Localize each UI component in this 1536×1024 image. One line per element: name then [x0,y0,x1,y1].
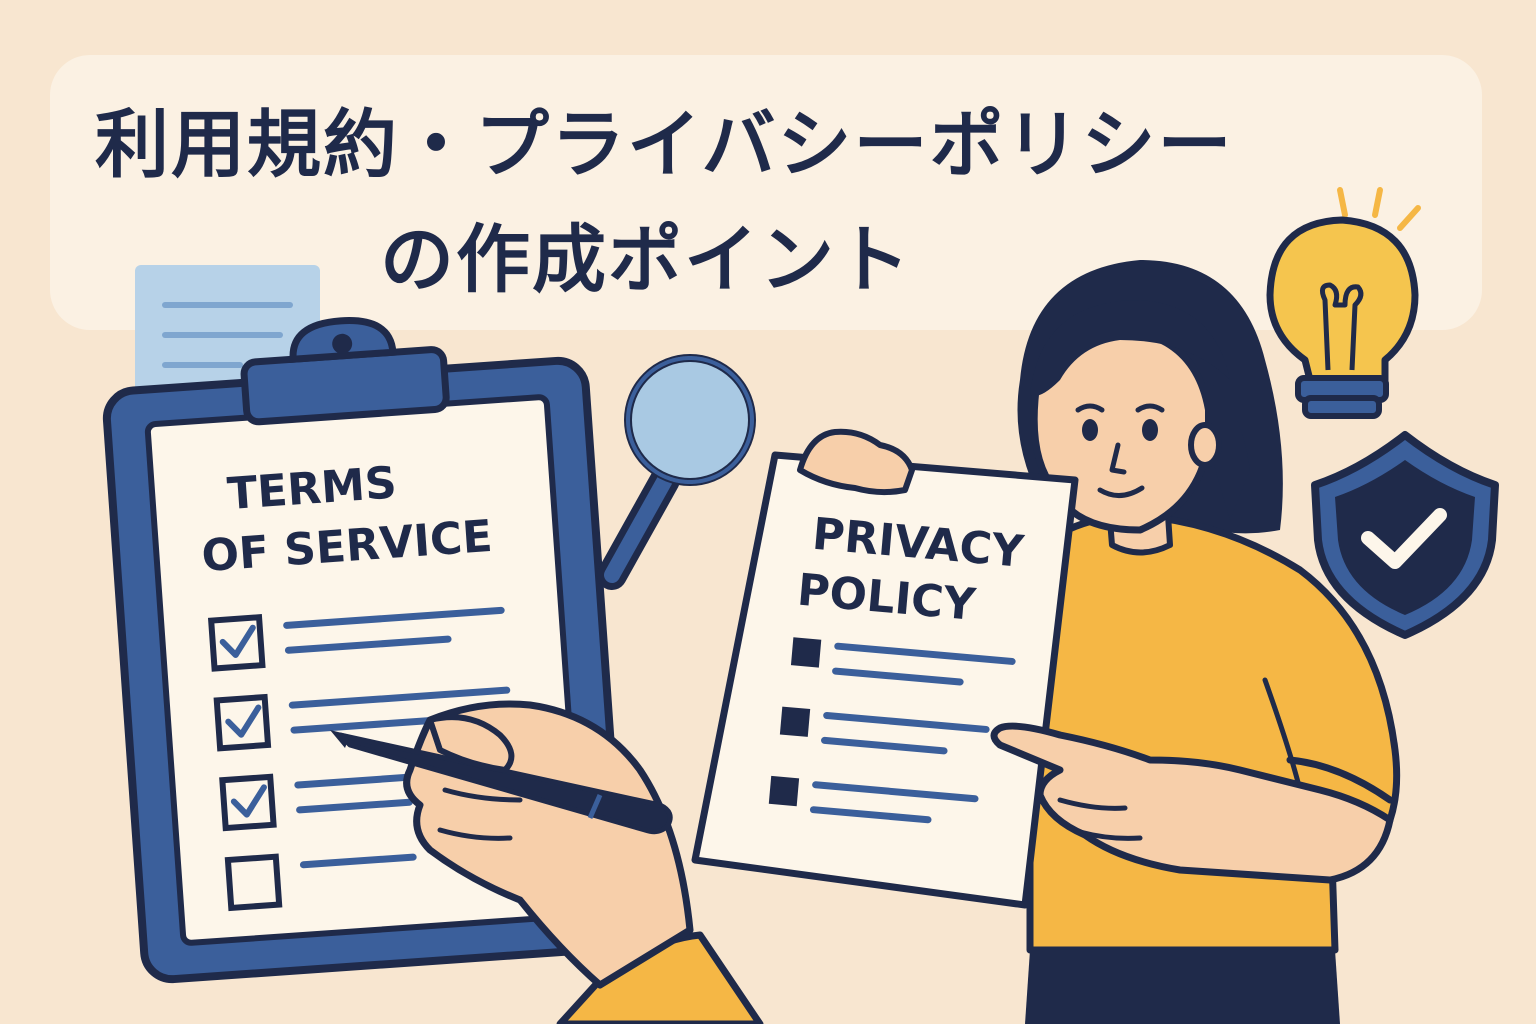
list-bullet [768,775,800,807]
pointing-hand [990,722,1394,884]
checkbox-checked [207,614,266,672]
page-title-line-1: 利用規約・プライバシーポリシー [95,102,1234,188]
tos-heading-line-1: TERMS [226,457,399,520]
thumb [427,714,515,773]
privacy-document: PRIVACY POLICY [691,451,1079,909]
list-bullet [779,706,811,737]
lightbulb-icon [1266,187,1421,419]
list-bullet [790,637,822,668]
checkbox-checked [219,773,277,832]
pen-icon [330,730,673,835]
magnifying-glass-icon [597,354,756,590]
checkbox-checked [213,693,272,752]
checkbox-empty [224,853,283,912]
shield-check-icon [1311,431,1499,639]
holding-hand [797,428,915,496]
page-title-line-2: の作成ポイント [380,217,912,303]
